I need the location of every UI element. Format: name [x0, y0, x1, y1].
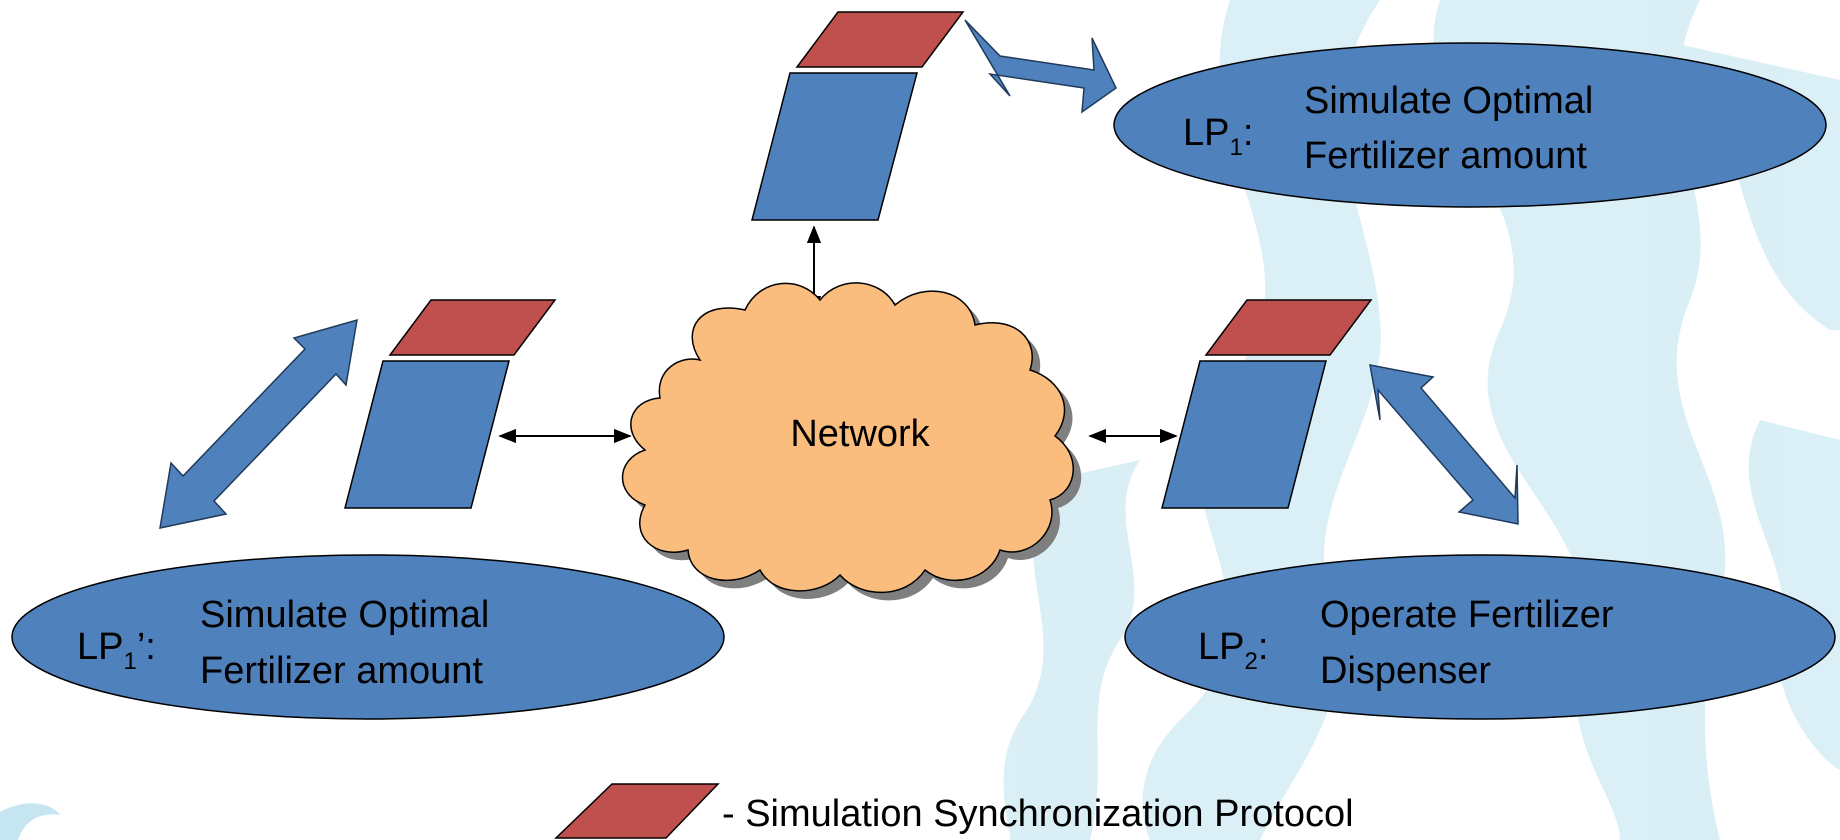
process-lp2: LP2: Operate Fertilizer Dispenser: [1124, 554, 1836, 720]
process-line1-lp2: Operate Fertilizer: [1320, 594, 1614, 636]
model-layer-right: [1161, 360, 1327, 509]
process-lp1: LP1: Simulate Optimal Fertilizer amount: [1113, 42, 1827, 208]
network-label: Network: [790, 413, 930, 455]
process-ellipse-lp1-prime: [11, 554, 725, 720]
logical-process-node-left: [344, 299, 557, 509]
process-lp1-prime: LP1’: Simulate Optimal Fertilizer amount: [11, 554, 725, 720]
process-line2-lp1: Fertilizer amount: [1304, 135, 1587, 177]
process-id-lp2: LP2:: [1198, 626, 1268, 675]
legend-protocol-swatch: [554, 783, 720, 839]
process-line1-lp1-prime: Simulate Optimal: [200, 594, 489, 636]
logical-process-node-top: [751, 11, 965, 221]
process-id-lp1-prime: LP1’:: [77, 626, 156, 675]
process-ellipse-lp2: [1124, 554, 1836, 720]
protocol-layer-left: [388, 299, 557, 356]
process-ellipse-lp1: [1113, 42, 1827, 208]
legend: - Simulation Synchronization Protocol: [554, 783, 1354, 839]
protocol-layer-top: [795, 11, 965, 68]
protocol-layer-right: [1204, 299, 1373, 356]
process-line1-lp1: Simulate Optimal: [1304, 80, 1593, 122]
network-cloud: Network: [621, 282, 1082, 601]
model-layer-top: [751, 72, 918, 221]
legend-text: - Simulation Synchronization Protocol: [722, 793, 1354, 835]
double-arrow-lp1: [964, 19, 1117, 114]
process-line2-lp2: Dispenser: [1320, 650, 1491, 692]
process-id-lp1: LP1:: [1183, 112, 1253, 161]
double-arrow-lp1p: [159, 318, 358, 529]
double-arrow-lp2: [1369, 364, 1519, 525]
process-line2-lp1-prime: Fertilizer amount: [200, 650, 483, 692]
logical-process-node-right: [1161, 299, 1373, 509]
model-layer-left: [344, 360, 510, 509]
